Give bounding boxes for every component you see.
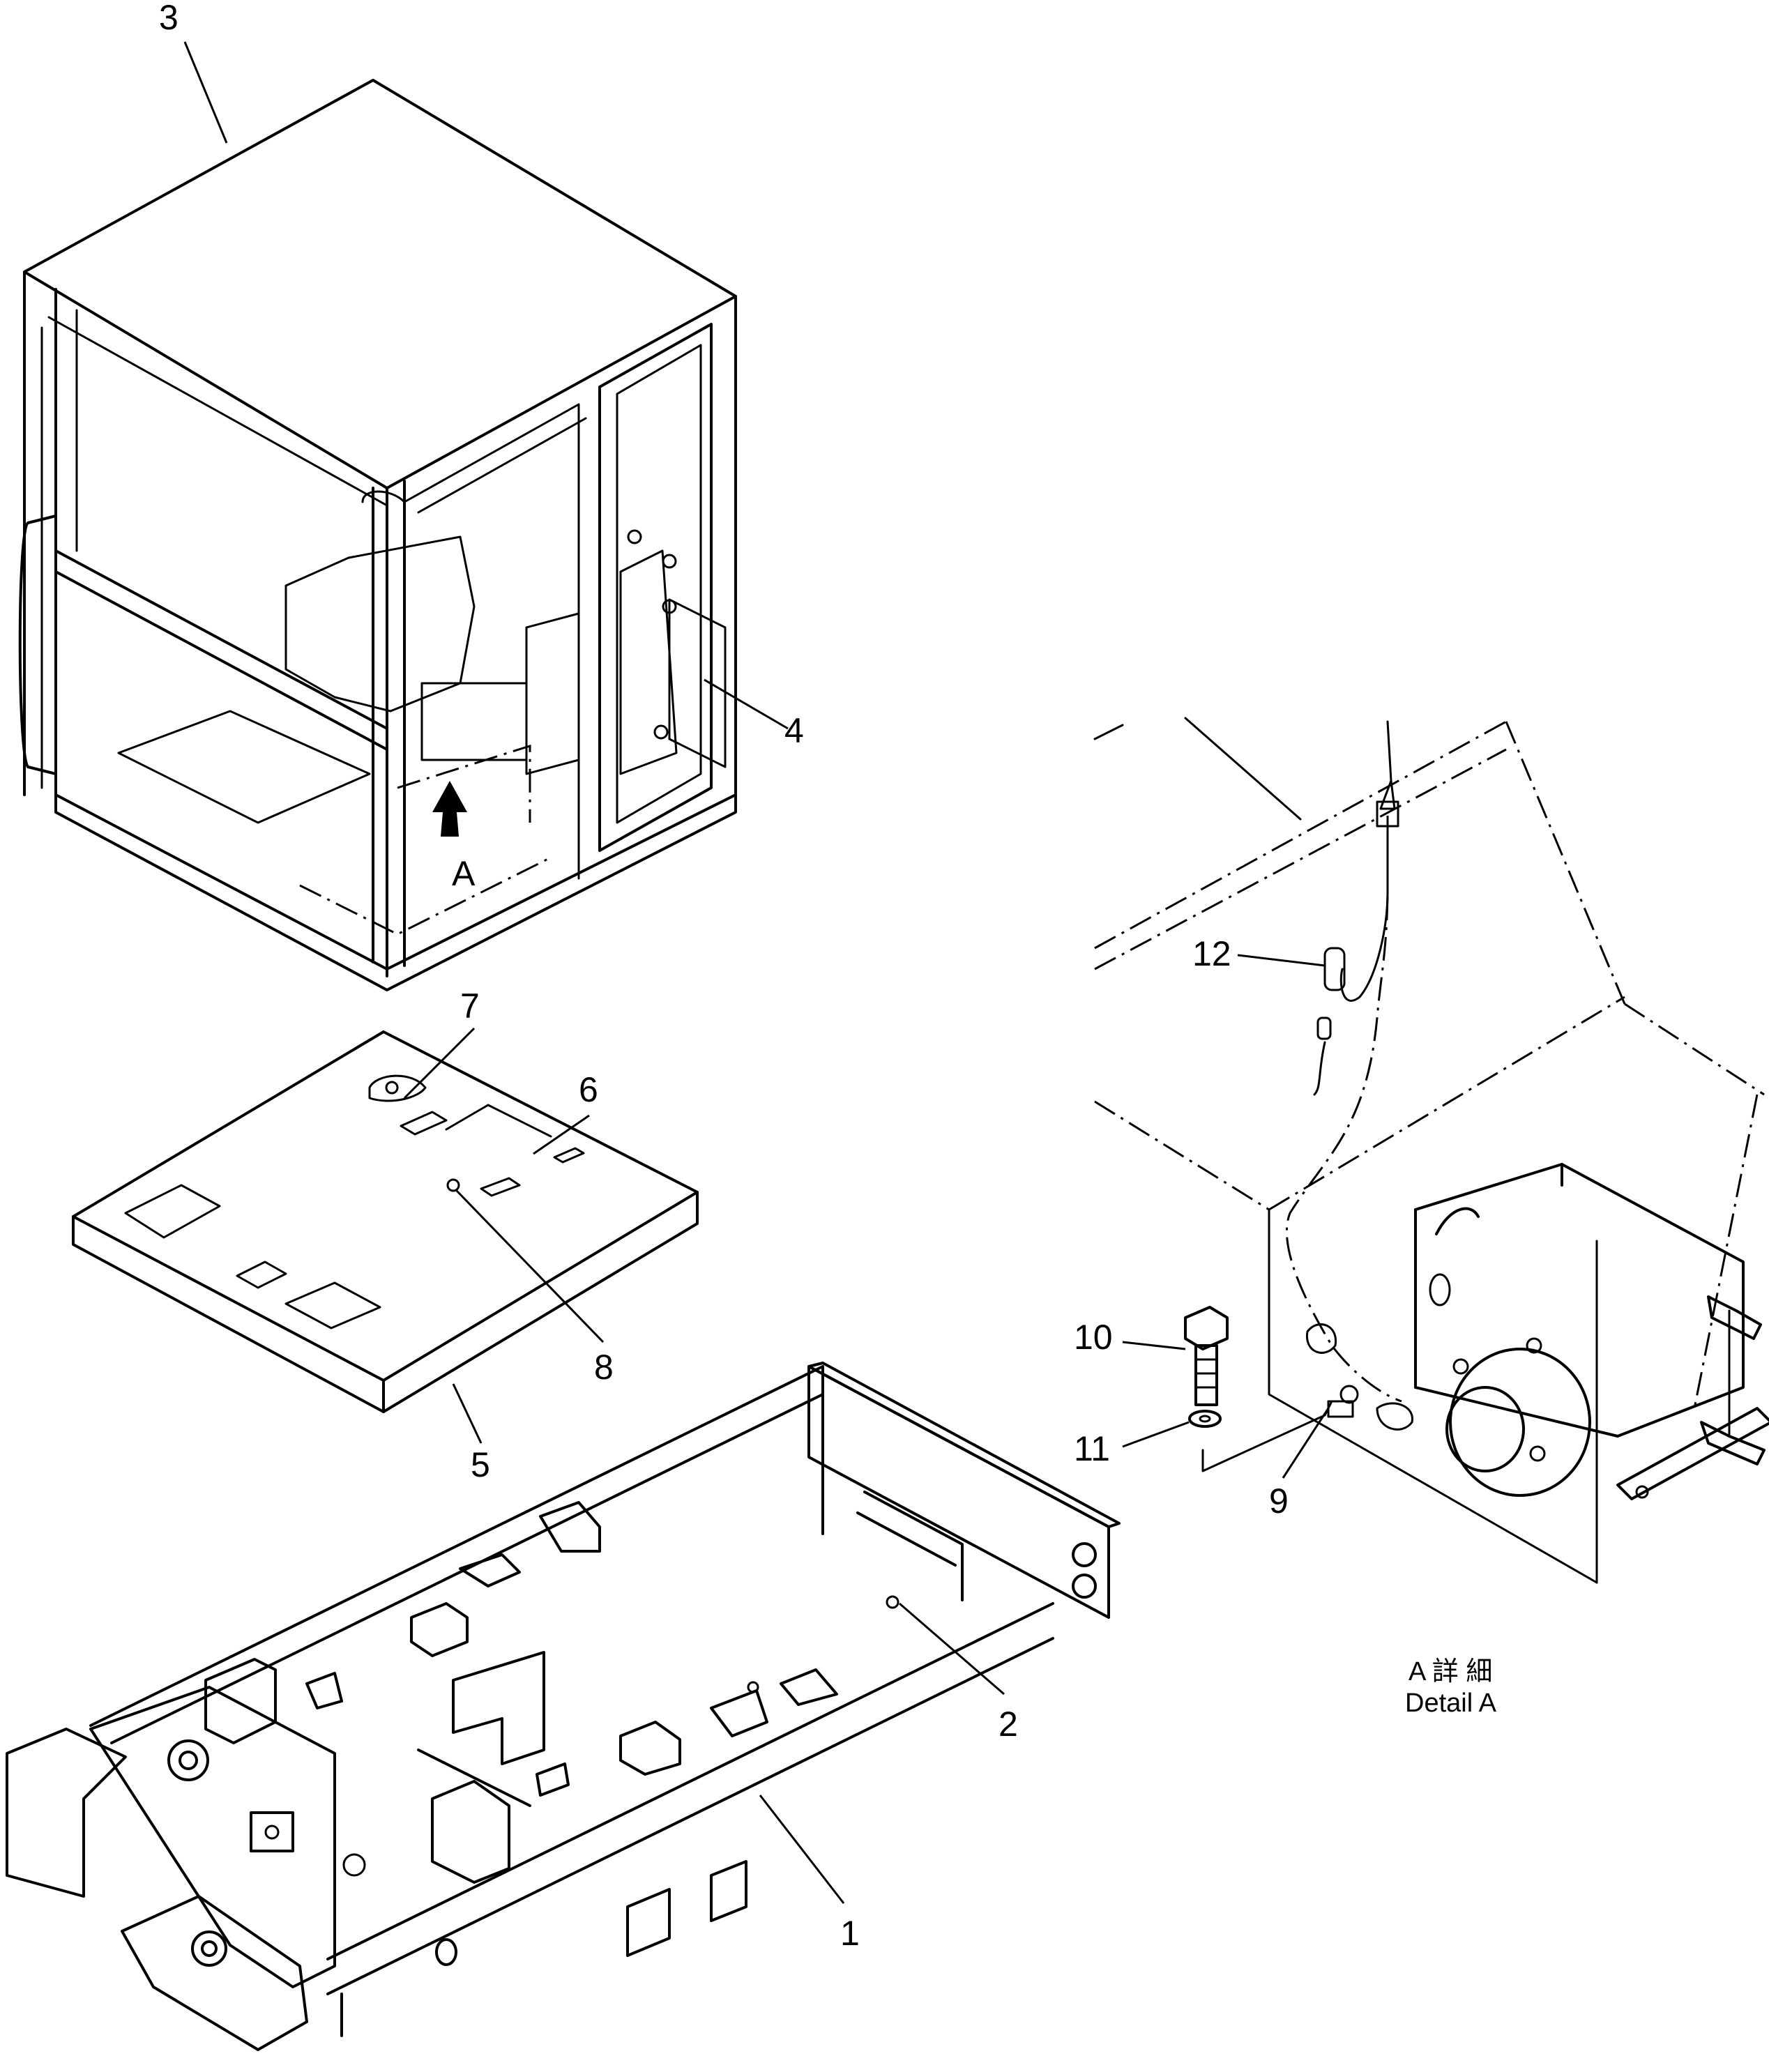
callout-9: 9: [1269, 1481, 1289, 1521]
callout-labels: 3 4 7 6 8 5 2 1 9 10 11 12: [159, 0, 1289, 1953]
callout-2: 2: [999, 1705, 1018, 1744]
main-frame: [6, 1362, 1121, 2051]
cab-assembly: A: [18, 79, 737, 991]
callout-12: 12: [1192, 934, 1231, 973]
bolt-part-10: [1184, 1306, 1229, 1406]
detail-caption: A 詳 細 Detail A: [1405, 1657, 1497, 1718]
floor-mat: [72, 1030, 699, 1413]
detail-a-view: [1093, 717, 1769, 1584]
callout-8: 8: [594, 1348, 614, 1387]
callout-4: 4: [784, 711, 804, 750]
callout-3: 3: [159, 0, 179, 37]
callout-6: 6: [579, 1070, 598, 1109]
callout-7: 7: [460, 987, 480, 1026]
view-a-arrow-icon: [432, 781, 467, 837]
detail-caption-english: Detail A: [1405, 1689, 1497, 1718]
callout-11: 11: [1074, 1429, 1110, 1468]
callout-10: 10: [1074, 1318, 1113, 1357]
leader-lines: [183, 41, 1330, 1904]
callout-5: 5: [471, 1445, 490, 1484]
callout-1: 1: [840, 1914, 860, 1953]
detail-caption-japanese: A 詳 細: [1409, 1657, 1492, 1686]
washer-part-11: [1188, 1410, 1222, 1428]
view-a-marker: A: [452, 854, 476, 893]
